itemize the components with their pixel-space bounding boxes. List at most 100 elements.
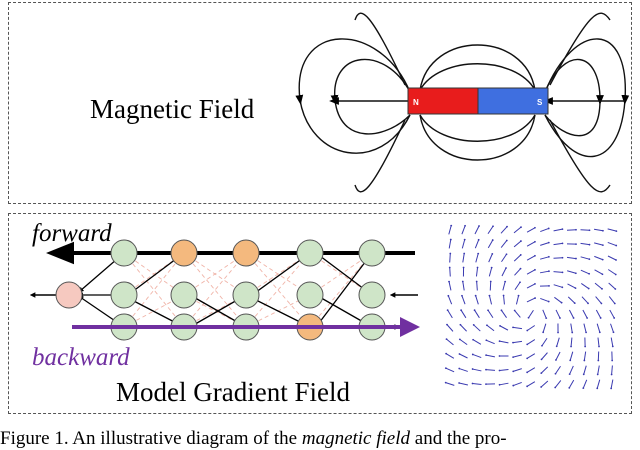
gradient-vector bbox=[461, 310, 466, 318]
gradient-vector-head bbox=[534, 297, 536, 299]
field-line bbox=[550, 13, 610, 85]
gradient-vector bbox=[540, 243, 549, 246]
gradient-vector-head bbox=[506, 226, 508, 228]
gradient-vector bbox=[449, 226, 451, 235]
gradient-vector bbox=[567, 230, 576, 231]
gradient-vector-head bbox=[464, 225, 466, 227]
gradient-vector-head bbox=[463, 267, 465, 269]
gradient-vector-head bbox=[499, 325, 501, 327]
gradient-vector bbox=[527, 325, 534, 330]
gradient-vector-head bbox=[571, 332, 573, 334]
gradient-field-title: Model Gradient Field bbox=[116, 377, 350, 408]
gradient-vector bbox=[584, 324, 586, 333]
gradient-vector bbox=[449, 240, 451, 249]
gradient-vector-head bbox=[458, 382, 460, 384]
gradient-vector bbox=[513, 327, 522, 328]
gradient-vector bbox=[501, 254, 506, 261]
gradient-vector bbox=[460, 339, 467, 344]
gradient-vector-head bbox=[583, 373, 585, 375]
gradient-vector-head bbox=[477, 253, 479, 255]
gradient-vector bbox=[570, 352, 573, 361]
gradient-vector-head bbox=[602, 259, 604, 261]
gradient-vector bbox=[527, 298, 535, 302]
gradient-vector bbox=[475, 240, 478, 248]
gradient-vector bbox=[446, 368, 454, 372]
gradient-vector-head bbox=[447, 309, 449, 311]
gradient-vector-head bbox=[520, 226, 522, 228]
gradient-vector bbox=[476, 296, 479, 305]
gradient-vector bbox=[476, 254, 478, 263]
gradient-vector-head bbox=[597, 374, 599, 376]
gradient-vector-head bbox=[520, 254, 522, 256]
gradient-vector-head bbox=[448, 281, 450, 283]
gradient-vector bbox=[554, 297, 561, 302]
gradient-vector bbox=[473, 369, 482, 371]
gradient-vector bbox=[609, 296, 615, 303]
gradient-vector bbox=[473, 354, 481, 357]
gradient-vector-head bbox=[518, 295, 520, 297]
gradient-vector bbox=[515, 282, 520, 289]
gradient-vector bbox=[500, 383, 509, 385]
gradient-vector-head bbox=[588, 258, 590, 260]
gradient-vector-head bbox=[445, 367, 447, 369]
gradient-vector-head bbox=[445, 382, 447, 384]
gradient-vector-head bbox=[589, 244, 591, 246]
gradient-vector bbox=[527, 368, 535, 373]
gradient-vector bbox=[488, 310, 493, 318]
gradient-vector bbox=[501, 227, 507, 234]
gradient-vector bbox=[450, 268, 451, 277]
gradient-vector-head bbox=[542, 331, 544, 333]
gradient-vector-head bbox=[450, 239, 452, 241]
gradient-vector-head bbox=[611, 360, 613, 362]
gradient-vector bbox=[477, 282, 478, 291]
gradient-vector-head bbox=[504, 281, 506, 283]
gradient-vector-head bbox=[492, 239, 494, 241]
gradient-vector bbox=[487, 325, 494, 331]
gradient-vector-head bbox=[499, 355, 501, 357]
node bbox=[233, 282, 259, 308]
gradient-vector-head bbox=[548, 285, 550, 287]
gradient-vector bbox=[567, 257, 576, 258]
gradient-vector-head bbox=[602, 230, 604, 232]
gradient-vector bbox=[500, 326, 508, 330]
gradient-vector bbox=[527, 270, 535, 274]
gradient-vector-head bbox=[602, 273, 604, 275]
gradient-vector-head bbox=[449, 267, 451, 269]
gradient-vector-head bbox=[512, 342, 514, 344]
gradient-vector-head bbox=[615, 245, 617, 247]
gradient-vector bbox=[542, 338, 547, 345]
gradient-vector bbox=[488, 240, 492, 248]
gradient-vector-head bbox=[512, 326, 514, 328]
gradient-vector-head bbox=[464, 239, 466, 241]
gradient-vector-head bbox=[586, 317, 588, 319]
gradient-vector-head bbox=[445, 353, 447, 355]
gradient-vector bbox=[581, 257, 590, 259]
gradient-vector-head bbox=[534, 269, 536, 271]
gradient-vector bbox=[501, 310, 506, 317]
gradient-vector bbox=[608, 229, 617, 231]
caption-prefix: Figure 1. An illustrative diagram of the bbox=[0, 428, 302, 449]
gradient-vector-head bbox=[574, 302, 576, 304]
gradient-vector bbox=[581, 283, 588, 288]
gradient-vector bbox=[581, 230, 590, 231]
gradient-vector bbox=[595, 270, 603, 274]
gradient-vector bbox=[609, 283, 616, 289]
gradient-vector-head bbox=[475, 295, 477, 297]
gradient-vector-head bbox=[526, 343, 528, 345]
gradient-vector-head bbox=[554, 387, 556, 389]
gradient-vector-head bbox=[548, 270, 550, 272]
gradient-vector bbox=[542, 353, 548, 360]
gradient-vector-head bbox=[526, 357, 528, 359]
gradient-vector-head bbox=[459, 338, 461, 340]
gradient-vector bbox=[543, 324, 546, 333]
gradient-vector bbox=[447, 325, 453, 332]
gradient-vector-head bbox=[472, 368, 474, 370]
gradient-vector-head bbox=[541, 345, 543, 347]
gradient-vector-head bbox=[459, 324, 461, 326]
gradient-vector-head bbox=[548, 228, 550, 230]
gradient-vector bbox=[554, 229, 563, 231]
gradient-vector-head bbox=[582, 387, 584, 389]
gradient-vector-head bbox=[575, 258, 577, 260]
gradient-vector bbox=[488, 226, 493, 233]
gradient-vector-head bbox=[562, 257, 564, 259]
